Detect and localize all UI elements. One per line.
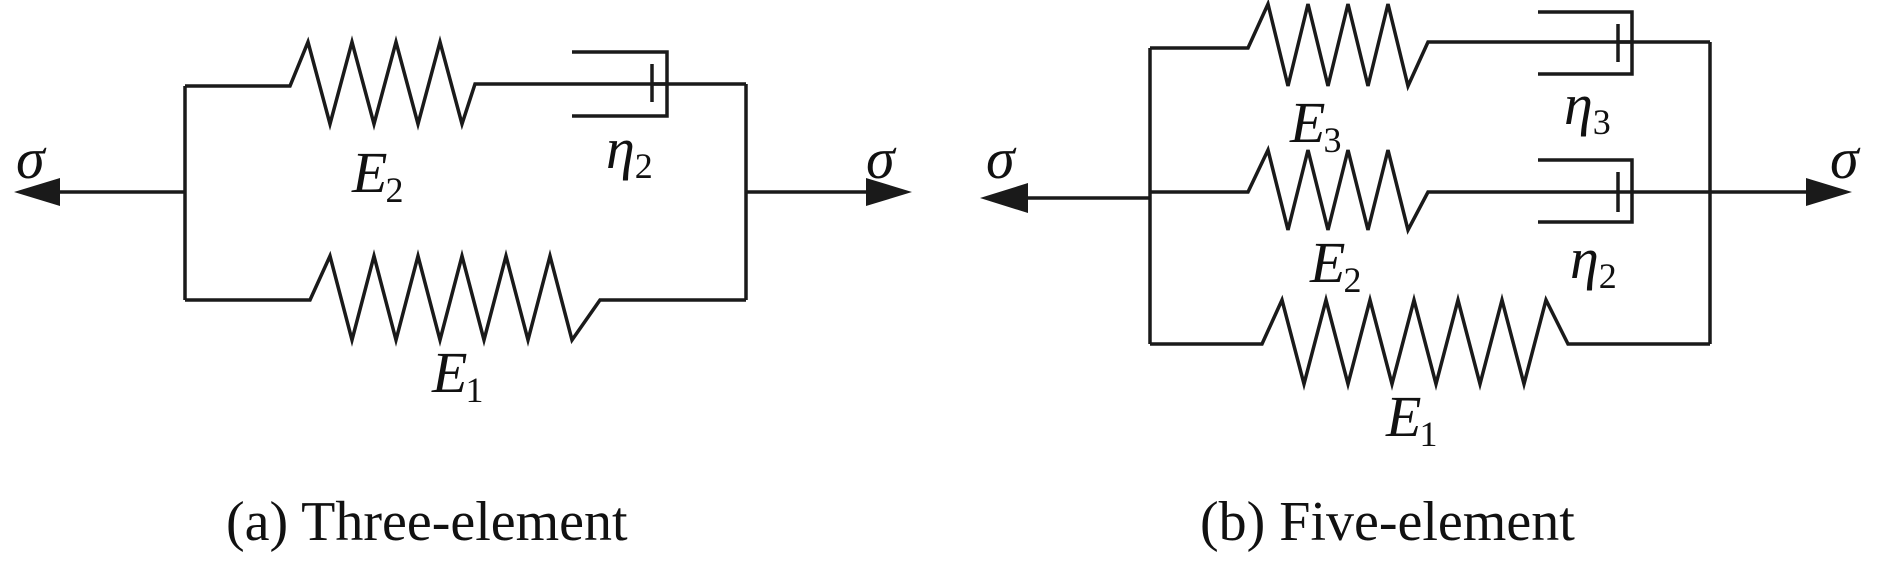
dashpot-eta2-label-b: η2 xyxy=(1570,226,1617,296)
right-arrowhead-a xyxy=(866,178,912,206)
caption-five-element: (b) Five-element xyxy=(1200,491,1575,553)
spring-e2-b xyxy=(1150,144,1632,235)
sigma-left-label-a: σ xyxy=(16,126,47,191)
caption-three-element: (a) Three-element xyxy=(226,491,628,553)
spring-e3-b xyxy=(1150,0,1632,92)
spring-e2-a xyxy=(185,35,667,131)
dashpot-eta3-label-b: η3 xyxy=(1564,72,1611,142)
spring-e3-label-b: E3 xyxy=(1289,90,1341,160)
spring-e1-label-a: E1 xyxy=(431,340,483,410)
spring-e1-label-b: E1 xyxy=(1385,384,1437,454)
three-element-model: σ σ E2 η2 E1 (a) Three-element xyxy=(14,35,912,553)
dashpot-eta2-label-a: η2 xyxy=(606,116,653,186)
spring-e2-label-b: E2 xyxy=(1309,230,1361,300)
sigma-left-label-b: σ xyxy=(986,126,1017,191)
sigma-right-label-b: σ xyxy=(1830,126,1861,191)
spring-e2-label-a: E2 xyxy=(351,140,403,210)
spring-e1-b xyxy=(1150,293,1710,391)
spring-e1-a xyxy=(185,249,746,347)
five-element-model: σ σ E3 η3 E2 η2 E1 (b) Five-element xyxy=(980,0,1861,553)
sigma-right-label-a: σ xyxy=(866,126,897,191)
dashpot-cylinder-eta2-b xyxy=(1538,158,1634,224)
right-arrowhead-b xyxy=(1806,178,1852,206)
left-arrowhead-b xyxy=(980,183,1028,213)
left-arrowhead-a xyxy=(14,178,60,206)
